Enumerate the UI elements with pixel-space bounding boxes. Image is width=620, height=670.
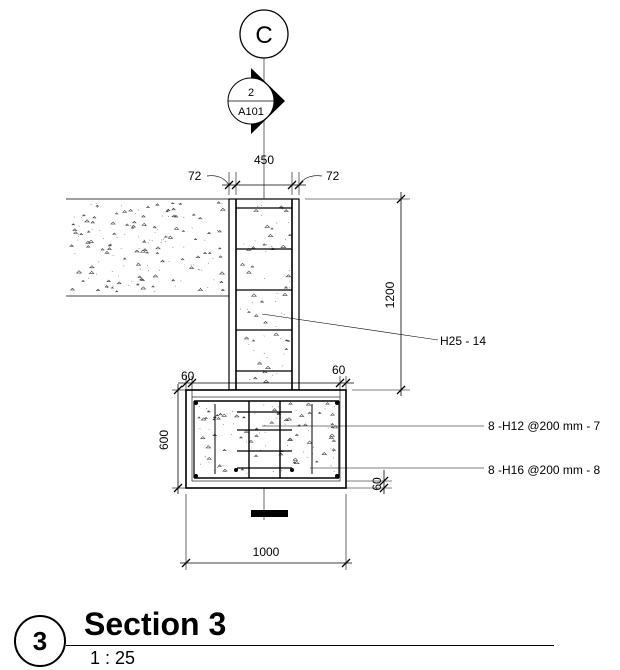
dimension-footing-cover-left-label: 60 [181, 369, 195, 383]
section-marker-number: 2 [248, 87, 254, 99]
section-cut-bar [251, 510, 288, 517]
annotation-top-mesh-label: 8 -H12 @200 mm - 7 [488, 419, 601, 433]
dimension-footing-cover: 60 60 [178, 363, 354, 397]
view-number: 3 [32, 625, 48, 656]
view-number-badge: 3 [14, 615, 66, 667]
ground-slab [66, 198, 229, 297]
dimension-footing-width: 1000 [180, 494, 352, 570]
dimension-footing-cover-right-label: 60 [332, 363, 346, 377]
dimension-footing-bottom-cover: 60 [346, 470, 392, 494]
annotation-column-bars: H25 - 14 [261, 313, 486, 348]
dimension-column-height: 1200 [305, 192, 410, 396]
dimension-cover-right-label: 72 [326, 169, 340, 183]
footing-inner-cover [191, 396, 341, 482]
grid-bubble-circle [239, 9, 289, 59]
slab-speckle [69, 201, 226, 293]
section-marker-sheet: A101 [238, 106, 264, 118]
annotation-column-bars-label: H25 - 14 [440, 334, 486, 348]
dimension-cover-right: 72 [298, 169, 340, 186]
grid-bubble-label: C [255, 22, 272, 49]
column-ties [236, 207, 292, 372]
dimension-footing-depth: 600 [157, 384, 186, 494]
dimension-cover-left-label: 72 [188, 169, 202, 183]
column-outline [228, 198, 300, 391]
grid-bubble[interactable]: C [239, 9, 289, 59]
dimension-footing-depth-label: 600 [157, 430, 171, 450]
section-marker[interactable]: 2 A101 [227, 68, 285, 134]
footing-outline [185, 389, 347, 489]
annotation-bottom-mesh: 8 -H16 @200 mm - 8 [310, 463, 601, 477]
ground-slab-outline [66, 199, 229, 296]
footing [185, 389, 347, 489]
dimension-footing-width-label: 1000 [253, 545, 280, 559]
annotation-bottom-mesh-label: 8 -H16 @200 mm - 8 [488, 463, 601, 477]
dimension-column-width-label: 450 [254, 153, 274, 167]
rebar-dots [194, 401, 339, 478]
dimension-footing-bottom-cover-label: 60 [370, 477, 384, 491]
column-speckle [239, 204, 292, 383]
dimension-column-height-label: 1200 [383, 281, 397, 308]
view-scale: 1 : 25 [90, 648, 136, 668]
dimension-cover-left: 72 [188, 169, 230, 186]
annotation-top-mesh: 8 -H12 @200 mm - 7 [262, 419, 601, 433]
view-title[interactable]: Section 3 [84, 606, 227, 642]
view-title-rule [66, 645, 554, 646]
